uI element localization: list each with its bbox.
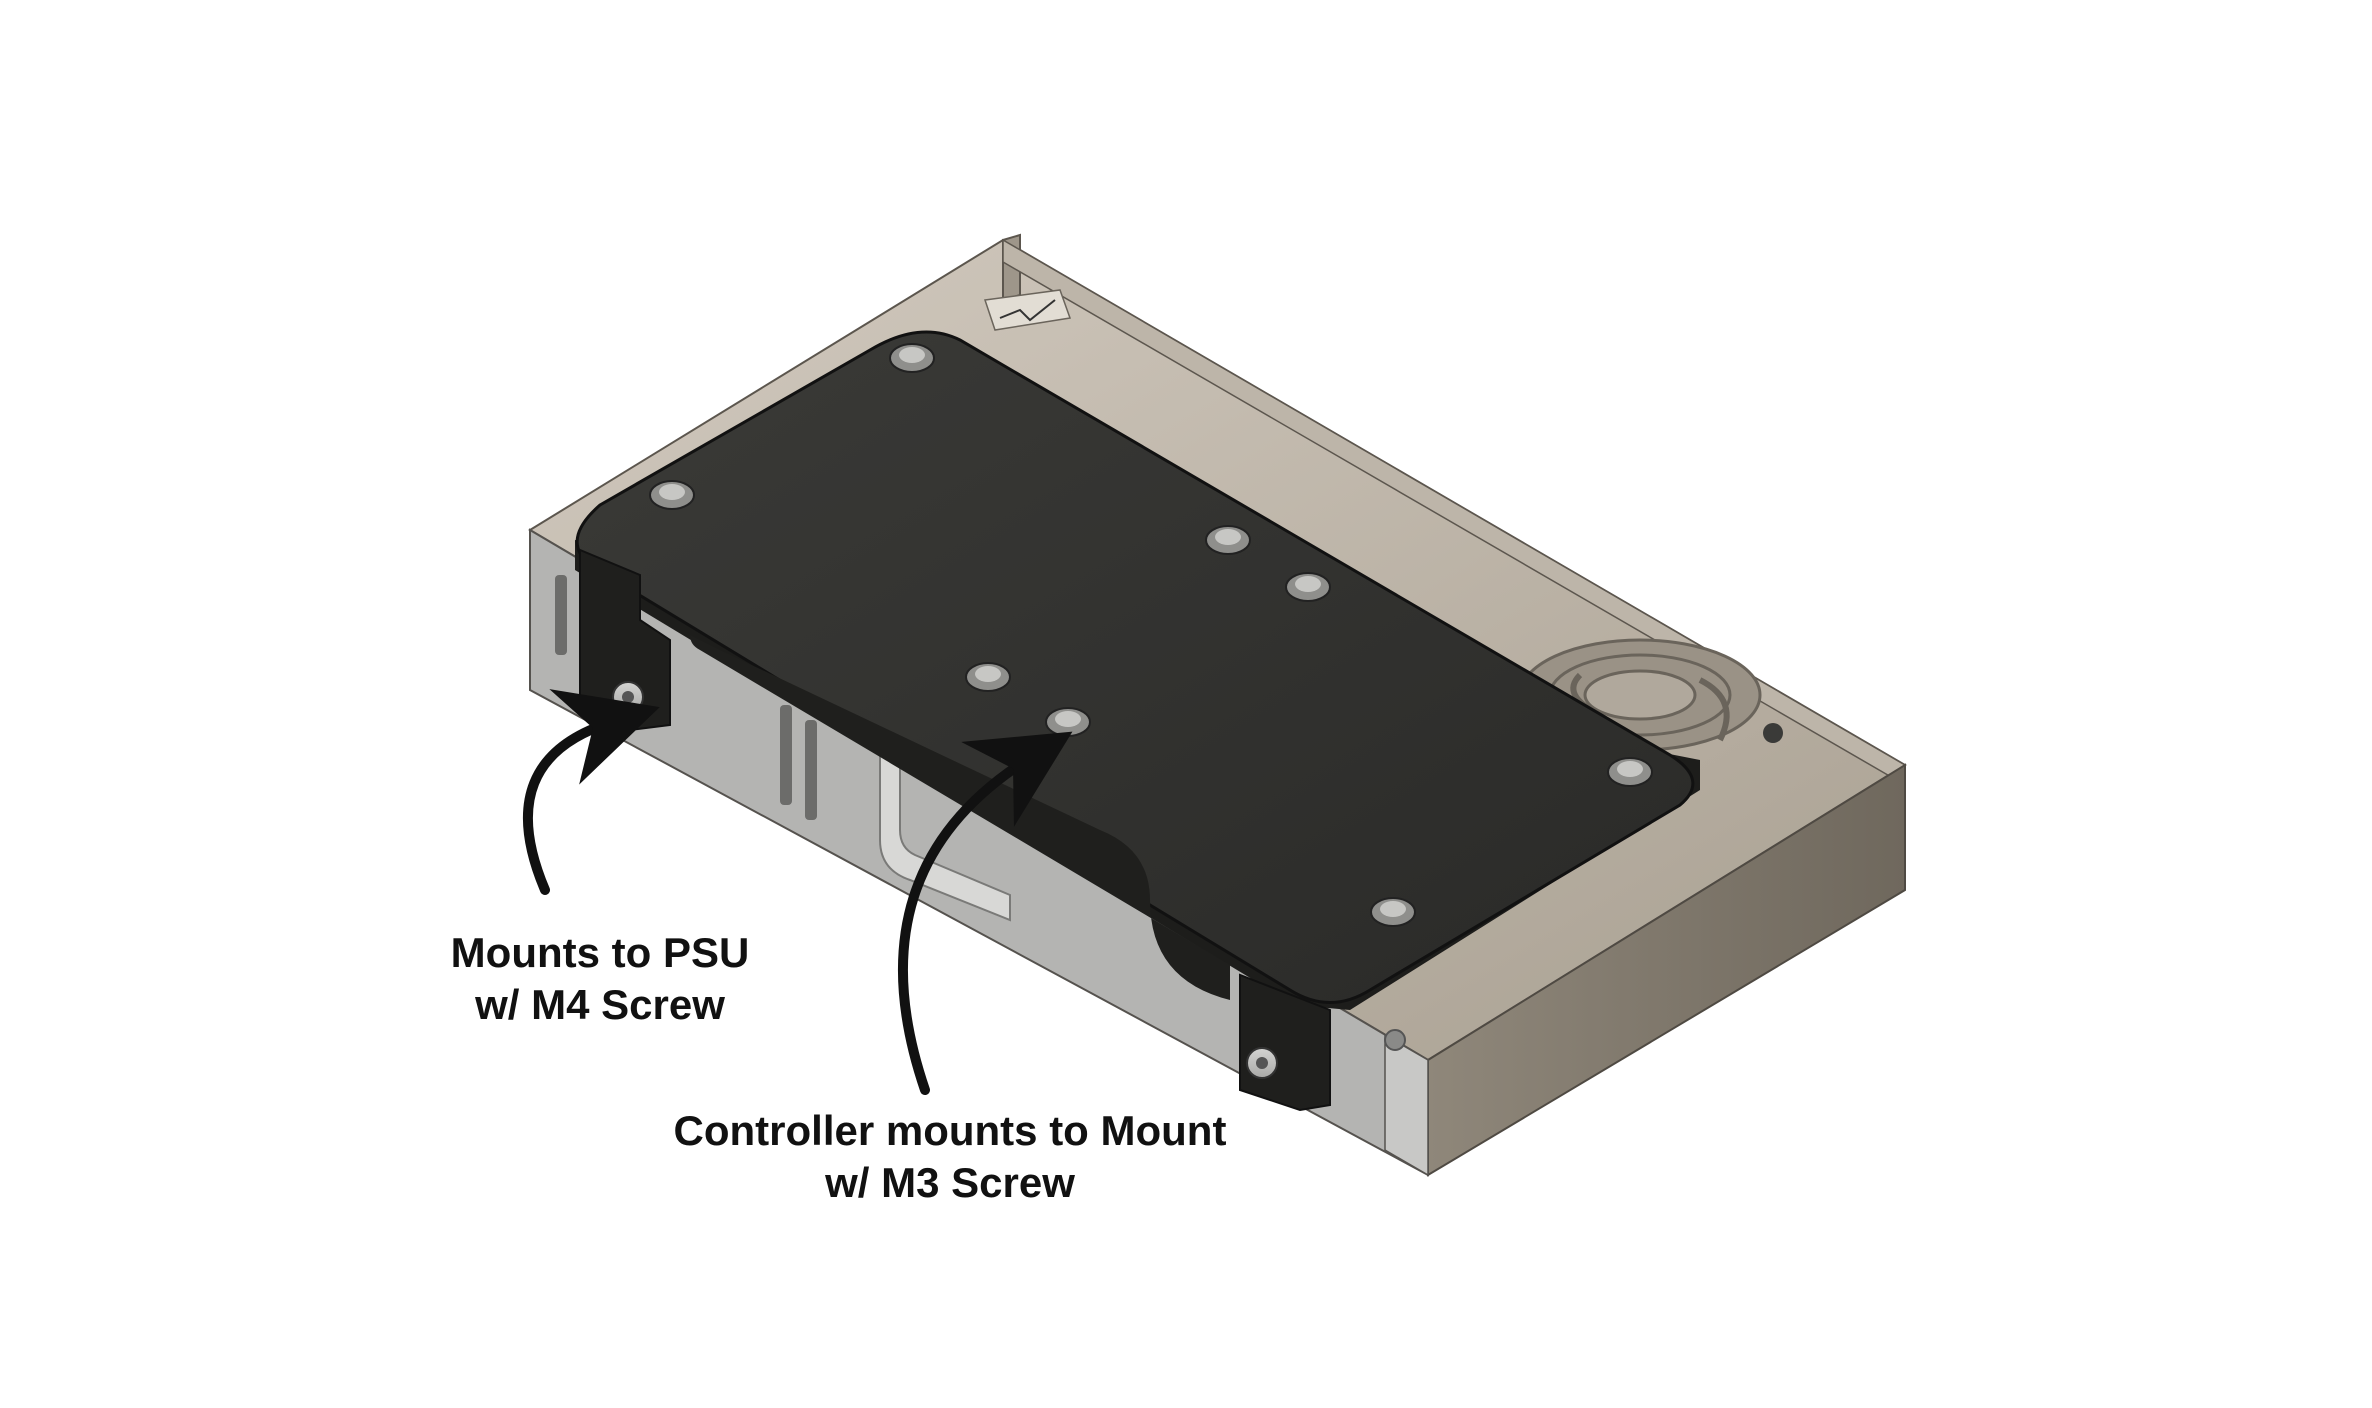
controller-mount-callout: Controller mounts to Mount w/ M3 Screw <box>620 1105 1280 1209</box>
m4-screw-right <box>1246 1047 1278 1079</box>
screw-head-icon <box>889 343 935 373</box>
psu-mount-callout-line2: w/ M4 Screw <box>475 981 725 1028</box>
psu-mount-callout: Mounts to PSU w/ M4 Screw <box>400 927 800 1031</box>
mount-plate <box>575 330 1700 1112</box>
controller-mount-callout-line1: Controller mounts to Mount <box>673 1107 1227 1154</box>
screw-head-icon <box>1205 525 1251 555</box>
curved-arrow-icon <box>522 689 660 895</box>
m4-screw-left <box>612 681 644 713</box>
controller-mount-callout-line2: w/ M3 Screw <box>825 1159 1075 1206</box>
screw-head-icon <box>965 662 1011 692</box>
screw-head-icon <box>1370 897 1416 927</box>
screw-head-icon <box>1045 707 1091 737</box>
screw-head-icon <box>649 480 695 510</box>
label-sticker <box>984 289 1072 331</box>
psu-mount-callout-line1: Mounts to PSU <box>450 929 750 976</box>
screw-head-icon <box>1607 757 1653 787</box>
curved-arrow-icon <box>897 731 1073 1095</box>
screw-head-icon <box>1285 572 1331 602</box>
m3-screw-heads <box>649 343 1653 927</box>
